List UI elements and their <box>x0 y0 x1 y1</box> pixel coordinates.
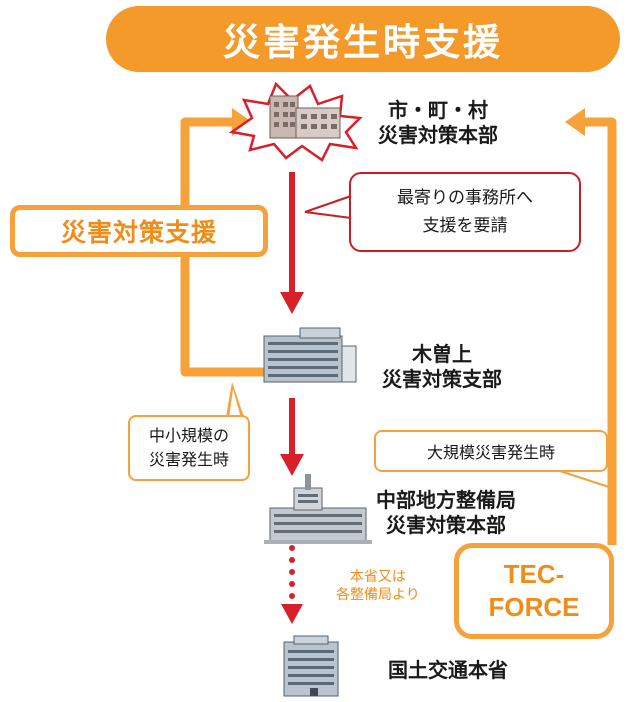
tec-force-arrow <box>585 117 617 545</box>
dispatch-note: 本省又は 各整備局より <box>336 568 420 604</box>
municipal-building-icon <box>228 81 363 162</box>
large-scale-box: 大規模災害発生時 <box>374 430 608 472</box>
kisokami-branch: 災害対策支部 <box>382 367 502 391</box>
support-label-box: 災害対策支援 <box>10 205 268 257</box>
chubu-label: 中部地方整備局 災害対策本部 <box>376 488 516 538</box>
kisokami-label: 木曽上 災害対策支部 <box>382 342 502 392</box>
request-callout-line2: 支援を要請 <box>422 216 508 236</box>
kisokami-name: 木曽上 <box>412 342 472 366</box>
tec-force-arrowhead <box>565 108 585 136</box>
municipality-hq: 災害対策本部 <box>378 123 498 147</box>
tec-force-line1: TEC- <box>503 559 565 589</box>
small-box-pointer-fill <box>229 389 241 418</box>
escalate-arrow-shaft <box>289 398 295 456</box>
title: 災害発生時支援 <box>223 21 503 64</box>
mlit-label: 国土交通本省 <box>388 658 508 683</box>
small-scale-line2: 災害発生時 <box>148 450 229 469</box>
small-scale-box: 中小規模の 災害発生時 <box>128 415 250 481</box>
regional-bureau-icon <box>264 474 372 544</box>
dispatch-note-line1: 本省又は <box>349 569 406 585</box>
request-callout: 最寄りの事務所へ 支援を要請 <box>349 172 581 252</box>
request-callout-pointer <box>304 194 352 220</box>
ministry-building-icon <box>283 635 339 697</box>
mlit-name: 国土交通本省 <box>388 658 508 682</box>
request-callout-line1: 最寄りの事務所へ <box>397 188 533 208</box>
title-banner: 災害発生時支援 <box>106 6 620 72</box>
small-scale-line1: 中小規模の <box>148 426 229 445</box>
chubu-name: 中部地方整備局 <box>376 488 516 512</box>
tec-force-box: TEC- FORCE <box>454 543 614 639</box>
chubu-hq: 災害対策本部 <box>386 513 506 537</box>
municipality-name: 市・町・村 <box>388 98 488 122</box>
tec-force-line2: FORCE <box>488 592 580 622</box>
request-arrow-shaft <box>289 172 295 294</box>
dispatch-note-line2: 各整備局より <box>336 587 420 603</box>
request-arrow-head <box>280 292 304 314</box>
branch-office-icon <box>263 327 357 383</box>
large-scale-label: 大規模災害発生時 <box>426 443 555 462</box>
dotted-arrow <box>281 545 303 624</box>
escalate-arrow-head <box>280 454 304 476</box>
municipality-label: 市・町・村 災害対策本部 <box>378 98 498 148</box>
large-box-pointer <box>559 470 613 489</box>
support-label: 災害対策支援 <box>60 218 217 247</box>
